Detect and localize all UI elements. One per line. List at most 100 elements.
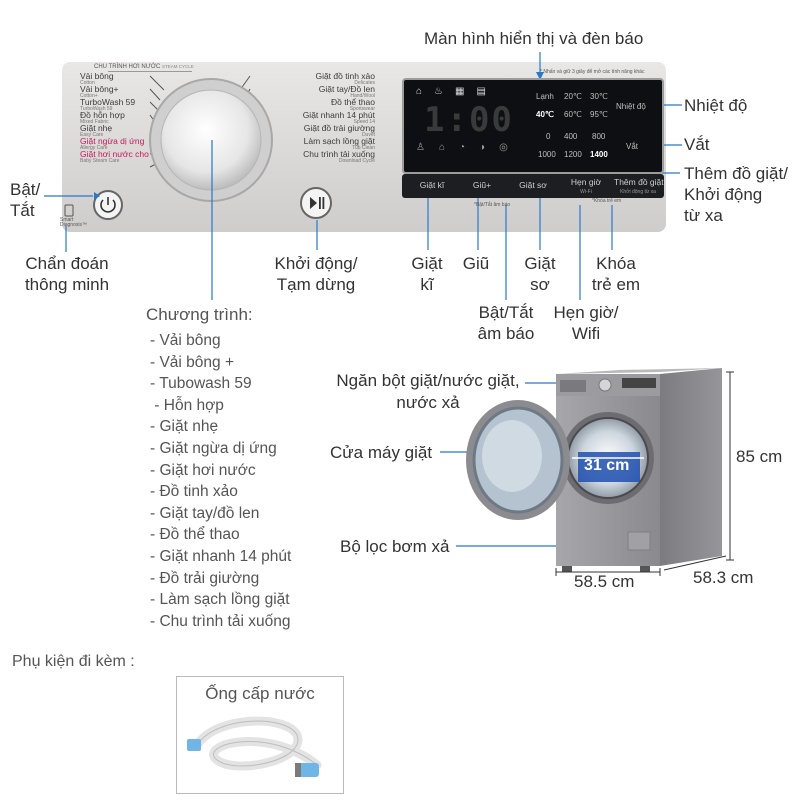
spin-1200: 1200 — [564, 150, 582, 159]
smart-diagnosis-callout: Chẩn đoán thông minh — [24, 254, 110, 294]
intensive-button[interactable]: Giặt kĩ — [419, 180, 445, 190]
spin-1000: 1000 — [538, 150, 556, 159]
temperature-callout: Nhiệt độ — [684, 96, 748, 115]
width-label: 58.5 cm — [574, 572, 635, 591]
play-pause-icon — [310, 197, 317, 209]
program-dial[interactable] — [160, 89, 262, 191]
temp-95: 95℃ — [590, 110, 608, 119]
accessories-title: Phụ kiện đi kèm : — [12, 653, 135, 670]
power-callout: Bật/ Tắt — [10, 180, 41, 220]
programs-title: Chương trình: — [146, 305, 253, 324]
list-item: - Giặt tay/đồ len — [150, 504, 260, 522]
door-diameter-marker — [578, 452, 640, 482]
machine-display — [622, 378, 656, 388]
add-item-callout: Thêm đồ giặt/ Khởi động từ xa — [684, 164, 788, 225]
smart-diagnosis-label: Smart Diagnosis™ — [60, 217, 87, 228]
hose-connector-right — [299, 763, 319, 777]
filter-callout: Bộ lọc bơm xả — [340, 537, 450, 556]
list-item: - Giặt nhanh 14 phút — [150, 547, 292, 565]
height-label: 85 cm — [736, 447, 783, 466]
list-item: - Tubowash 59 — [150, 375, 252, 393]
temp-20: 20℃ — [564, 92, 582, 101]
display-screen: ⌂♨▦▤ 1:00 ♙⌂◔◑◎ Lạnh 20℃ 30℃ 40℃ 60℃ 95℃… — [402, 78, 664, 174]
spin-400: 400 — [564, 132, 578, 141]
water-hose-image — [187, 716, 322, 777]
list-item: - Vải bông — [150, 332, 221, 349]
spin-callout: Vắt — [684, 135, 710, 154]
programs-list: - Vải bông - Vải bông + - Tubowash 59 - … — [150, 330, 291, 632]
list-item: - Giặt hơi nước — [150, 461, 256, 479]
list-item: - Hỗn hợp — [150, 396, 224, 414]
child-lock-note: *Khóa trẻ em — [592, 198, 622, 204]
rinse-callout: Giũ — [462, 254, 490, 273]
temp-cold: Lạnh — [536, 92, 554, 101]
panel-header-text: CHU TRÌNH HƠI NƯỚC — [94, 64, 161, 70]
spin-1400-active: 1400 — [590, 150, 608, 159]
timer-wifi-callout: Hẹn giờ/ Wifi — [553, 303, 619, 343]
list-item: - Giặt nhẹ — [150, 418, 219, 436]
list-item: - Chu trình tải xuống — [150, 612, 291, 630]
temp-40-active: 40℃ — [536, 110, 554, 119]
accessory-card: Ống cấp nước — [176, 676, 344, 794]
list-item: - Đồ thể thao — [150, 526, 240, 544]
accessory-name: Ống cấp nước — [205, 684, 315, 703]
panel-header-sub: STEAM CYCLE — [161, 64, 194, 69]
prewash-button[interactable]: Giặt sơ — [519, 180, 547, 190]
beep-note: *Bật/Tắt âm báo — [474, 202, 511, 208]
child-lock-callout: Khóa trẻ em — [591, 254, 641, 294]
temp-button-label[interactable]: Nhiệt độ — [616, 102, 646, 111]
panel-header: CHU TRÌNH HƠI NƯỚC STEAM CYCLE — [94, 64, 194, 70]
hose-connector-left — [187, 739, 201, 751]
spin-800: 800 — [592, 132, 606, 141]
filter-cover[interactable] — [627, 531, 651, 551]
panel-header-underline — [108, 71, 192, 72]
temp-60: 60℃ — [564, 110, 582, 119]
list-item: - Làm sạch lồng giặt — [150, 591, 290, 609]
status-icons: ⌂♨▦▤ — [416, 86, 498, 97]
start-pause-callout: Khởi động/ Tạm dừng — [274, 254, 358, 294]
door-callout: Cửa máy giặt — [330, 443, 433, 462]
time-digits: 1:00 — [424, 100, 514, 140]
spin-button-label[interactable]: Vắt — [626, 142, 639, 151]
depth-label: 58.3 cm — [693, 568, 754, 587]
display-callout: Màn hình hiển thị và đèn báo — [424, 29, 644, 48]
beep-callout: Bật/Tắt âm báo — [477, 303, 535, 343]
machine-side — [660, 368, 722, 566]
spin-0: 0 — [546, 132, 551, 141]
detergent-callout: Ngăn bột giặt/nước giặt, nước xả — [336, 371, 520, 412]
list-item: - Đồ tinh xảo — [150, 483, 238, 501]
intensive-callout: Giặt kĩ — [411, 254, 443, 294]
list-item: - Vải bông + — [150, 353, 235, 371]
list-item: - Giặt ngừa dị ứng — [150, 439, 277, 457]
prewash-callout: Giặt sơ — [524, 254, 556, 294]
program-cotton-plus[interactable]: Vải bông+Cotton+ — [80, 84, 119, 99]
display-notice: * Nhấn và giữ 3 giây để mở các tính năng… — [540, 69, 645, 75]
smart-diagnosis-icon — [64, 204, 74, 217]
dimension-lines — [555, 371, 734, 576]
list-item: - Đồ trải giường — [150, 569, 260, 587]
indicator-icons: ♙⌂◔◑◎ — [416, 142, 522, 153]
rinse-button[interactable]: Giũ+ — [472, 180, 492, 190]
temp-30: 30℃ — [590, 92, 608, 101]
detergent-drawer[interactable] — [560, 380, 586, 392]
power-icon — [100, 199, 116, 213]
